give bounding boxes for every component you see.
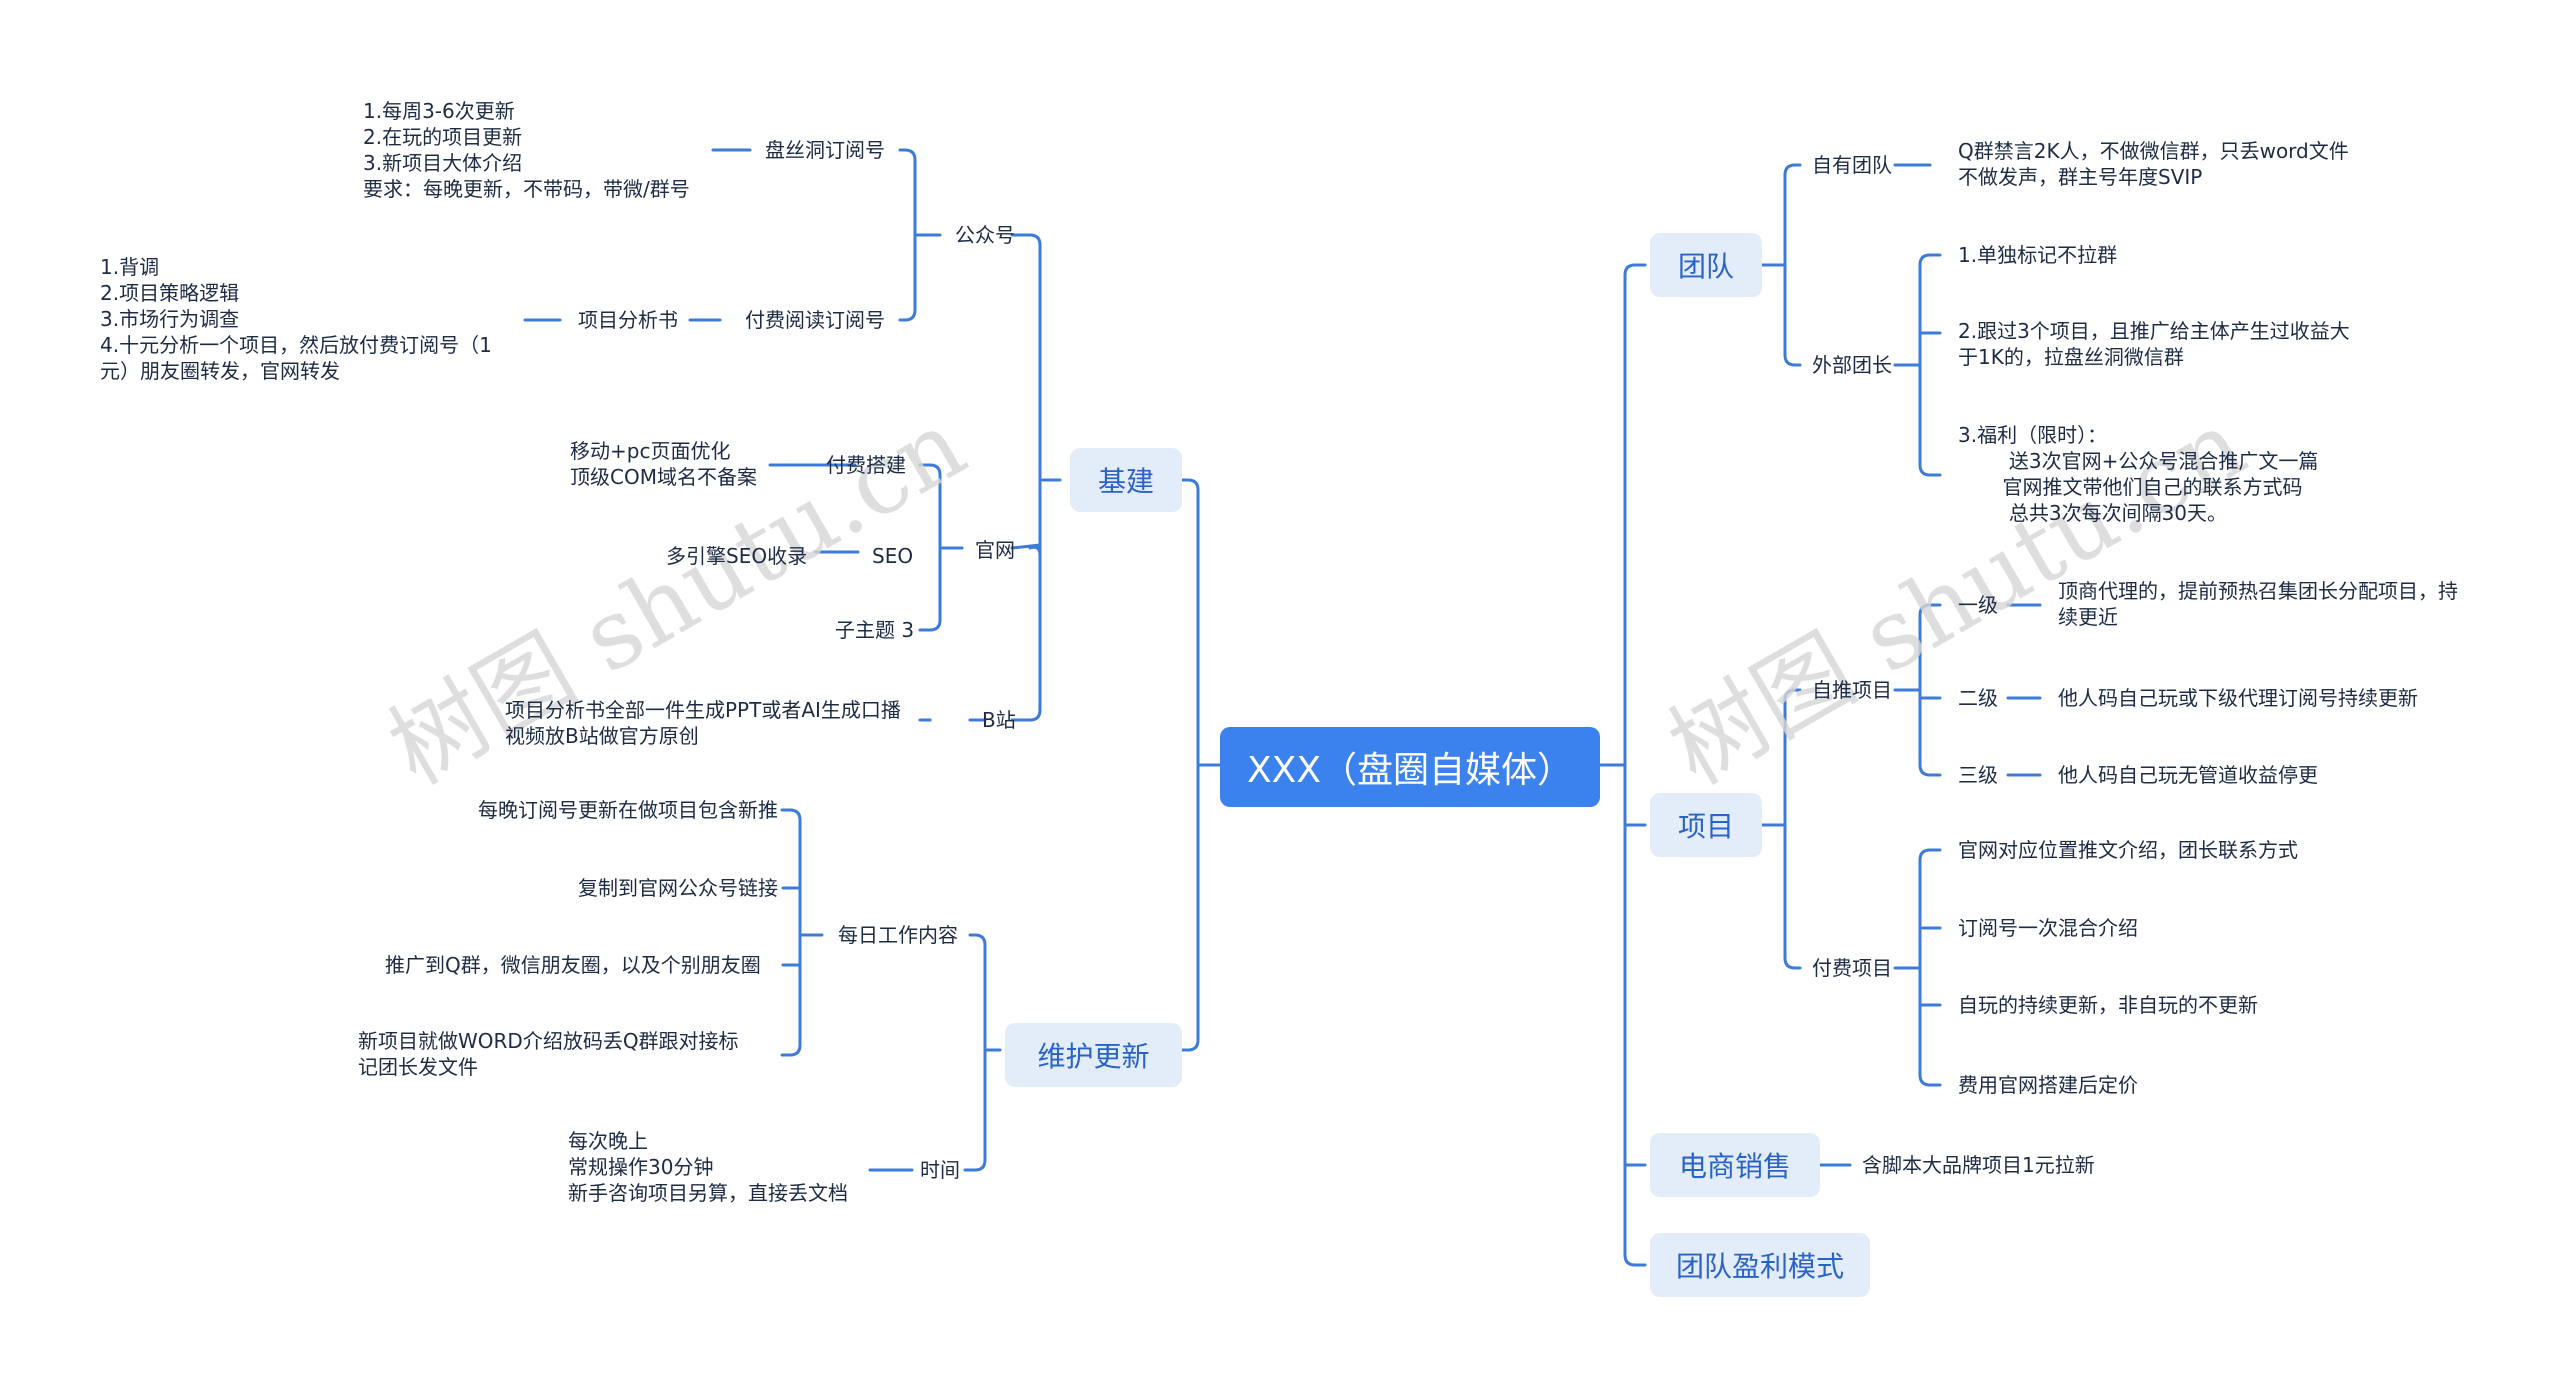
note-time: 每次晚上 常规操作30分钟 新手咨询项目另算，直接丢文档 xyxy=(568,1129,848,1205)
node-time[interactable]: 时间 xyxy=(920,1158,960,1182)
node-daily[interactable]: 每日工作内容 xyxy=(838,923,958,947)
waibu-item: 3.福利（限时）： 送3次官网+公众号混合推广文一篇 官网推文带他们自己的联系方… xyxy=(1958,423,2319,525)
fufei-item: 费用官网搭建后定价 xyxy=(1958,1073,2138,1097)
node-xiangmu-fenxi[interactable]: 项目分析书 xyxy=(578,308,678,332)
branch-dianshang[interactable]: 电商销售 xyxy=(1650,1133,1820,1197)
note-ziyou: Q群禁言2K人，不做微信群，只丢word文件 不做发声，群主号年度SVIP xyxy=(1958,139,2349,189)
branch-weihu[interactable]: 维护更新 xyxy=(1005,1023,1182,1087)
node-fufei-xm[interactable]: 付费项目 xyxy=(1812,956,1892,980)
fufei-item: 订阅号一次混合介绍 xyxy=(1958,916,2138,940)
daily-item: 推广到Q群，微信朋友圈，以及个别朋友圈 xyxy=(385,953,761,977)
note-fufei-dajian: 移动+pc页面优化 顶级COM域名不备案 xyxy=(570,439,757,489)
fufei-item: 自玩的持续更新，非自玩的不更新 xyxy=(1958,993,2258,1017)
node-fufei-dajian[interactable]: 付费搭建 xyxy=(826,453,906,477)
note-pansidong: 1.每周3-6次更新 2.在玩的项目更新 3.新项目大体介绍 要求：每晚更新，不… xyxy=(363,99,690,201)
waibu-item: 2.跟过3个项目，且推广给主体产生过收益大 于1K的，拉盘丝洞微信群 xyxy=(1958,319,2350,369)
branch-jijian[interactable]: 基建 xyxy=(1070,448,1182,512)
level-label[interactable]: 一级 xyxy=(1958,593,1998,617)
branch-xiangmu[interactable]: 项目 xyxy=(1650,793,1762,857)
node-waibu[interactable]: 外部团长 xyxy=(1812,353,1892,377)
daily-item: 每晚订阅号更新在做项目包含新推 xyxy=(478,798,778,822)
waibu-item: 1.单独标记不拉群 xyxy=(1958,243,2118,267)
level-note: 他人码自己玩或下级代理订阅号持续更新 xyxy=(2058,686,2418,710)
note-bzhan: 项目分析书全部一件生成PPT或者AI生成口播 视频放B站做官方原创 xyxy=(505,698,901,748)
note-dianshang: 含脚本大品牌项目1元拉新 xyxy=(1862,1153,2095,1177)
level-label[interactable]: 三级 xyxy=(1958,763,1998,787)
node-fufei-read[interactable]: 付费阅读订阅号 xyxy=(745,308,885,332)
daily-item: 复制到官网公众号链接 xyxy=(578,876,778,900)
node-seo[interactable]: SEO xyxy=(872,544,914,568)
node-sub3[interactable]: 子主题 3 xyxy=(835,618,915,642)
note-seo: 多引擎SEO收录 xyxy=(666,544,808,568)
node-zitui[interactable]: 自推项目 xyxy=(1812,678,1892,702)
node-ziyou[interactable]: 自有团队 xyxy=(1812,153,1892,177)
note-fenxi: 1.背调 2.项目策略逻辑 3.市场行为调查 4.十元分析一个项目，然后放付费订… xyxy=(100,255,492,383)
level-note: 他人码自己玩无管道收益停更 xyxy=(2058,763,2318,787)
branch-tuandui[interactable]: 团队 xyxy=(1650,233,1762,297)
branch-yingli[interactable]: 团队盈利模式 xyxy=(1650,1233,1870,1297)
daily-item: 新项目就做WORD介绍放码丢Q群跟对接标 记团长发文件 xyxy=(358,1029,739,1079)
root-node[interactable]: XXX（盘圈自媒体） xyxy=(1220,727,1600,807)
node-pansidong[interactable]: 盘丝洞订阅号 xyxy=(765,138,885,162)
level-note: 顶商代理的，提前预热召集团长分配项目，持 续更近 xyxy=(2058,579,2458,629)
node-bzhan[interactable]: B站 xyxy=(982,708,1016,732)
level-label[interactable]: 二级 xyxy=(1958,686,1998,710)
fufei-item: 官网对应位置推文介绍，团长联系方式 xyxy=(1958,838,2298,862)
node-gongzhonghao[interactable]: 公众号 xyxy=(955,223,1015,247)
node-guanwang[interactable]: 官网 xyxy=(975,538,1015,562)
